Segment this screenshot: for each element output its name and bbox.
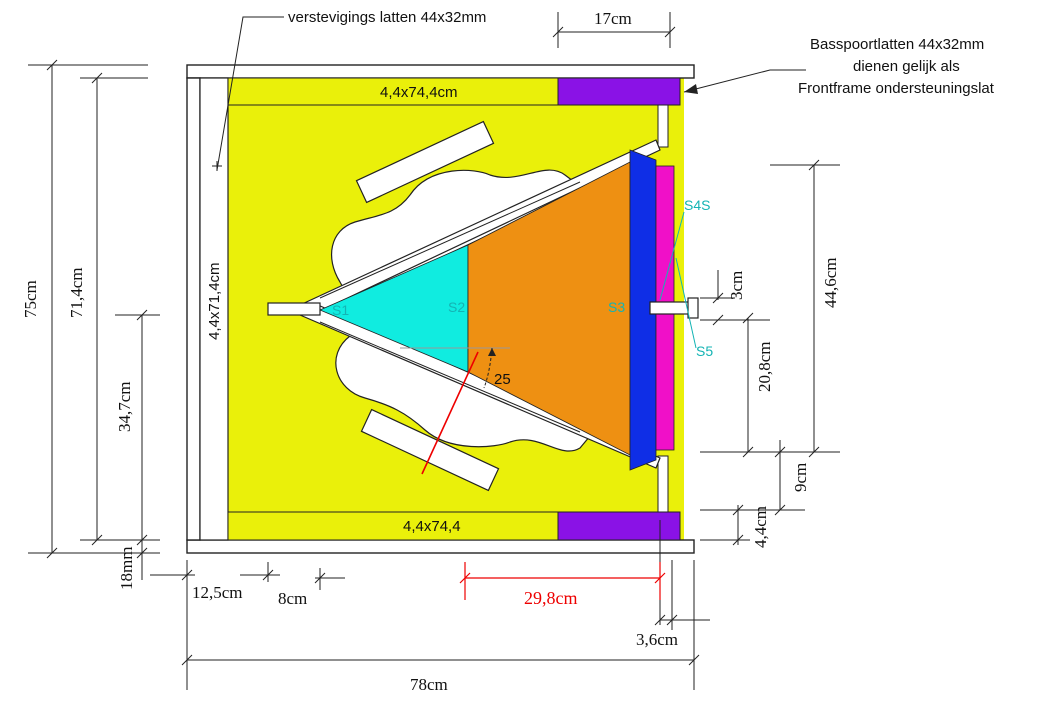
top-board xyxy=(186,64,695,79)
label-s2: S2 xyxy=(448,299,465,315)
dim-9cm: 9cm xyxy=(791,463,810,492)
dim-125cm: 12,5cm xyxy=(192,583,243,602)
lower-paddle xyxy=(360,408,500,492)
left-slat-label: 4,4x71,4cm xyxy=(206,262,223,340)
dim-75cm: 75cm xyxy=(21,280,40,318)
throat-stub xyxy=(267,302,321,316)
front-baffle-upper xyxy=(657,104,669,148)
dim-44cm: 4,4cm xyxy=(751,506,770,548)
bottom-slat xyxy=(227,511,559,541)
dim-36cm: 3,6cm xyxy=(636,630,678,649)
label-s5: S5 xyxy=(696,343,713,359)
connector-body xyxy=(649,301,691,315)
dim-78cm: 78cm xyxy=(410,675,448,694)
dim-347cm: 34,7cm xyxy=(115,381,134,432)
red-normal-line xyxy=(421,351,479,475)
top-purple-slat xyxy=(557,77,681,106)
dim-3cm: 3cm xyxy=(727,271,746,300)
dim-714cm: 71,4cm xyxy=(67,267,86,318)
dim-208cm: 20,8cm xyxy=(755,341,774,392)
left-board xyxy=(186,77,201,541)
bottom-purple-slat xyxy=(557,511,681,541)
top-slat-label: 4,4x74,4cm xyxy=(380,84,458,101)
top-slat xyxy=(227,77,559,106)
left-slat xyxy=(199,77,229,541)
bottom-slat-label: 4,4x74,4 xyxy=(403,518,461,535)
section-s3-s4 xyxy=(629,149,657,471)
note-bassport-1: Basspoortlatten 44x32mm xyxy=(810,36,984,53)
angle-arc xyxy=(483,347,493,389)
label-s1: S1 xyxy=(332,302,349,318)
dim-8cm: 8cm xyxy=(278,589,307,608)
dim-17cm: 17cm xyxy=(594,9,632,28)
note-bassport-3: Frontframe ondersteuningslat xyxy=(798,80,995,97)
note-reinforcing-slats: verstevigings latten 44x32mm xyxy=(288,9,486,26)
bottom-board xyxy=(186,539,695,554)
connector-nut xyxy=(687,297,699,319)
angle-label: 25 xyxy=(494,371,511,388)
dim-446cm: 44,6cm xyxy=(821,257,840,308)
dim-18mm: 18mm xyxy=(117,547,136,590)
front-baffle-lower xyxy=(657,455,669,513)
label-s4s: S4S xyxy=(684,197,710,213)
upper-paddle xyxy=(355,120,495,204)
label-s3: S3 xyxy=(608,299,625,315)
dim-298cm: 29,8cm xyxy=(524,588,578,608)
note-bassport-2: dienen gelijk als xyxy=(853,58,960,75)
